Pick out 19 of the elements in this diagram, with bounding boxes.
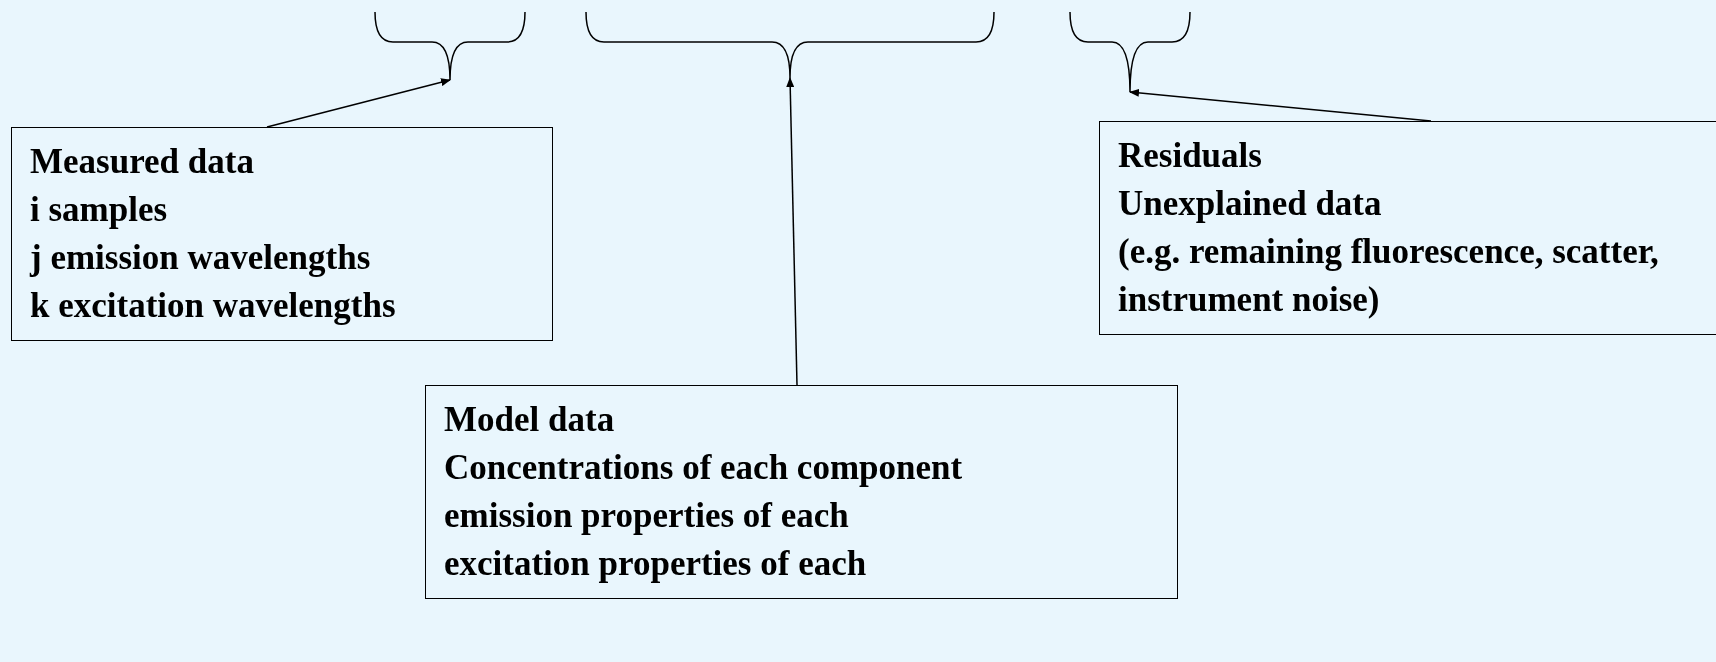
curly-brace: [585, 12, 995, 78]
box-text: k excitation wavelengths: [30, 285, 397, 327]
leader-arrow: [786, 77, 798, 386]
box-heading: Measured data: [30, 141, 255, 183]
text-box: [425, 385, 1178, 599]
box-text: j emission wavelengths: [30, 237, 372, 279]
text-box: [11, 127, 553, 341]
box-text: Concentrations of each component: [444, 447, 964, 489]
curly-brace: [1069, 12, 1191, 92]
box-text: (e.g. remaining fluorescence, scatter, instrument noise): [1118, 231, 1660, 321]
box-heading: Residuals: [1118, 135, 1263, 177]
curly-brace: [374, 12, 526, 80]
box-heading: Model data: [444, 399, 616, 441]
box-text: excitation properties of each: [444, 543, 868, 585]
box-text: i samples: [30, 189, 169, 231]
leader-arrow: [266, 78, 451, 128]
box-text: Unexplained data: [1118, 183, 1383, 225]
text-box: [1099, 121, 1716, 335]
box-text: emission properties of each: [444, 495, 850, 537]
